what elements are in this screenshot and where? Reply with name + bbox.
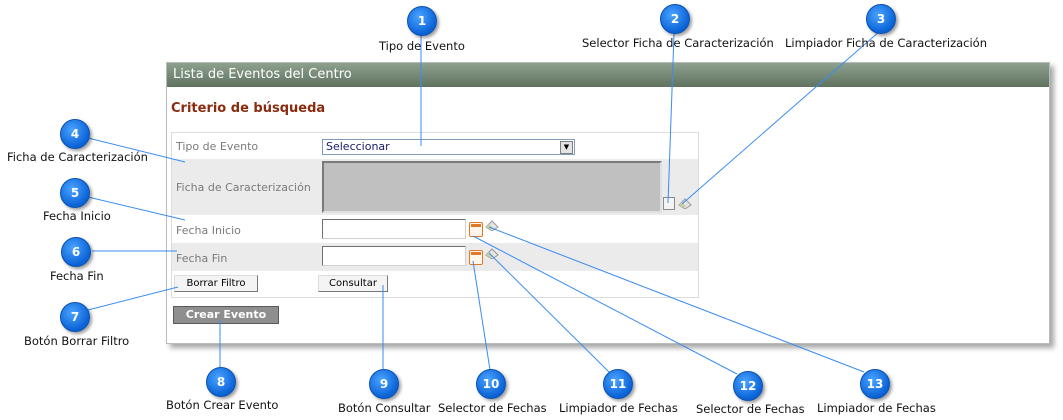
fecha-fin-calendar-icon[interactable]: [469, 250, 483, 265]
fecha-fin-input[interactable]: [322, 246, 466, 266]
ficha-label: Ficha de Caracterización: [176, 181, 311, 194]
chevron-down-icon[interactable]: ▼: [560, 141, 573, 154]
row-fecha-fin: Fecha Fin: [172, 243, 698, 271]
callout-12-marker: 12: [733, 371, 763, 401]
callout-1-label: Tipo de Evento: [379, 39, 465, 53]
ficha-eraser-icon[interactable]: [678, 197, 692, 209]
fecha-fin-label: Fecha Fin: [176, 252, 228, 265]
fecha-inicio-label: Fecha Inicio: [176, 224, 241, 237]
callout-6-marker: 6: [61, 237, 91, 267]
consultar-button[interactable]: Consultar: [318, 275, 388, 292]
row-fecha-inicio: Fecha Inicio: [172, 215, 698, 243]
search-criteria-title: Criterio de búsqueda: [171, 101, 326, 116]
tipo-evento-selected-value: Seleccionar: [326, 140, 390, 153]
callout-9-marker: 9: [369, 369, 399, 399]
event-list-window: Lista de Eventos del Centro Criterio de …: [166, 62, 1050, 344]
callout-7-marker: 7: [60, 302, 90, 332]
callout-5-marker: 5: [60, 178, 90, 208]
fecha-fin-eraser-icon[interactable]: [485, 247, 499, 259]
callout-5-label: Fecha Inicio: [43, 209, 111, 223]
row-buttons: Borrar Filtro Consultar: [172, 271, 698, 297]
tipo-evento-select[interactable]: Seleccionar ▼: [322, 139, 575, 155]
callout-7-label: Botón Borrar Filtro: [24, 334, 130, 348]
callout-6-label: Fecha Fin: [50, 269, 104, 283]
search-form: Tipo de Evento Seleccionar ▼ Ficha de Ca…: [171, 132, 699, 298]
callout-1-marker: 1: [407, 6, 437, 36]
crear-evento-button[interactable]: Crear Evento: [173, 306, 279, 324]
callout-2-marker: 2: [660, 4, 690, 34]
tipo-evento-label: Tipo de Evento: [176, 140, 259, 153]
ficha-selector-icon[interactable]: [663, 197, 675, 210]
callout-3-marker: 3: [866, 4, 896, 34]
fecha-inicio-input[interactable]: [322, 219, 466, 239]
callout-8-marker: 8: [206, 367, 236, 397]
callout-10-marker: 10: [476, 369, 506, 399]
callout-10-label: Selector de Fechas: [438, 401, 547, 415]
callout-9-label: Botón Consultar: [338, 401, 431, 415]
callout-13-marker: 13: [860, 369, 890, 399]
callout-13-label: Limpiador de Fechas: [817, 401, 936, 415]
callout-3-label: Limpiador Ficha de Caracterización: [785, 36, 987, 50]
row-tipo-evento: Tipo de Evento Seleccionar ▼: [172, 133, 698, 159]
callout-12-label: Selector de Fechas: [696, 402, 805, 416]
callout-2-label: Selector Ficha de Caracterización: [582, 36, 774, 50]
callout-11-label: Limpiador de Fechas: [559, 401, 678, 415]
fecha-inicio-calendar-icon[interactable]: [469, 222, 483, 237]
callout-8-label: Botón Crear Evento: [166, 398, 279, 412]
callout-11-marker: 11: [603, 369, 633, 399]
row-ficha: Ficha de Caracterización: [172, 159, 698, 215]
ficha-textarea[interactable]: [322, 161, 662, 213]
borrar-filtro-button[interactable]: Borrar Filtro: [174, 275, 258, 292]
callout-4-label: Ficha de Caracterización: [7, 150, 148, 164]
callout-4-marker: 4: [60, 119, 90, 149]
window-title: Lista de Eventos del Centro: [167, 63, 1049, 87]
